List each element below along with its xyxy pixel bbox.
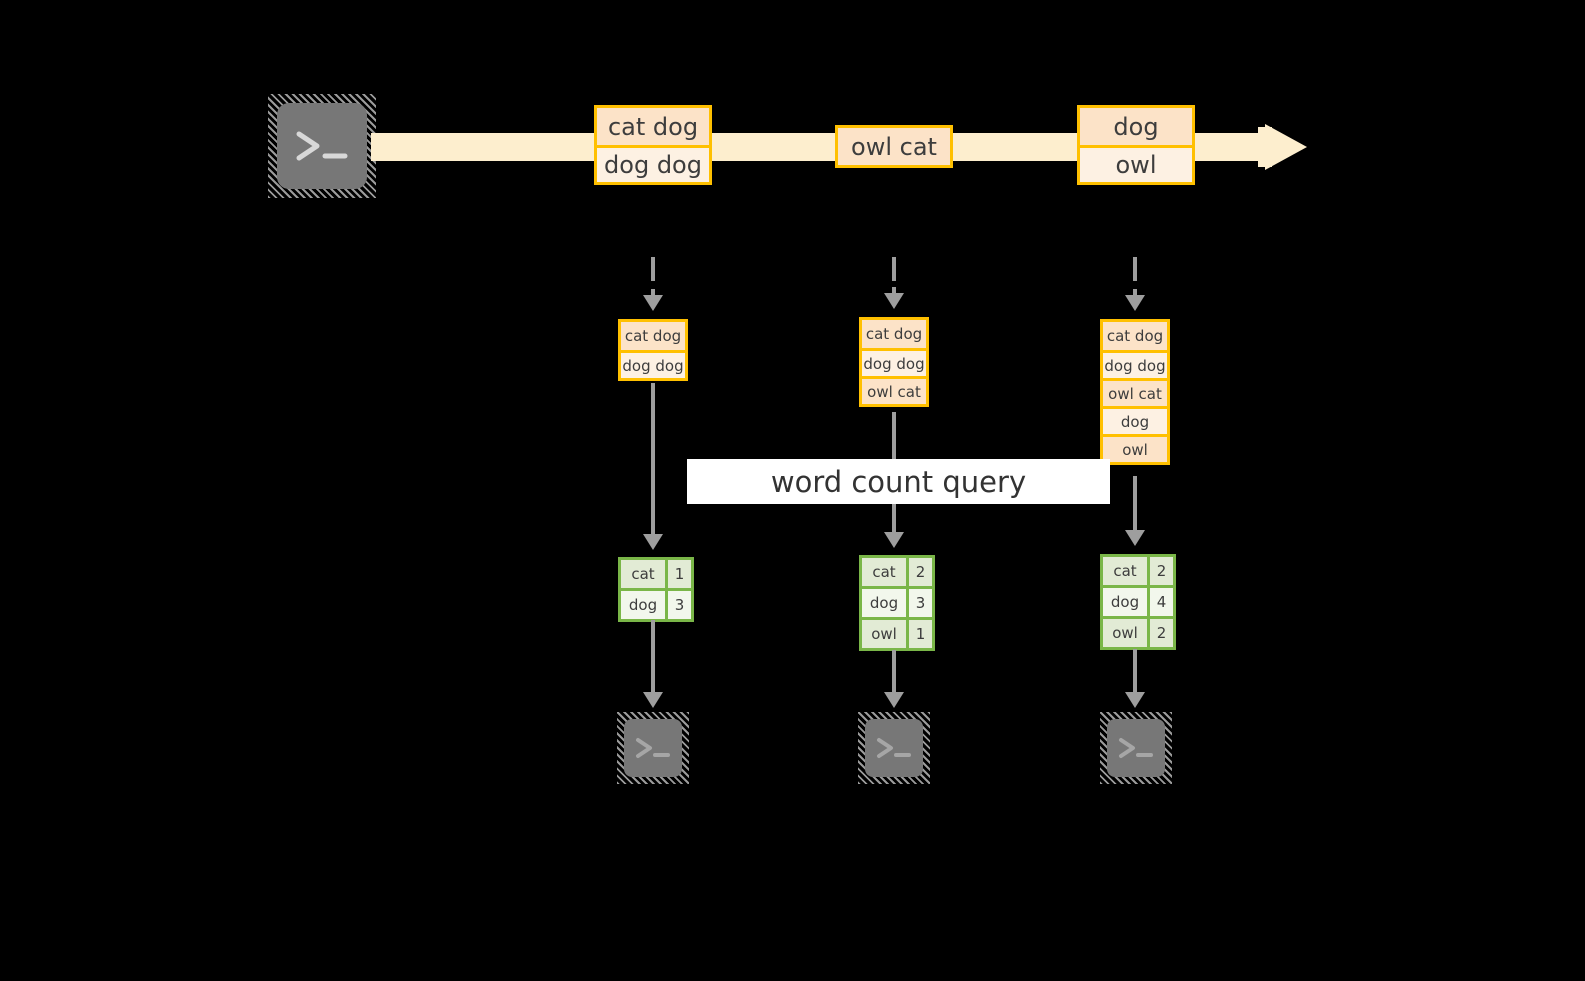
terminal-prompt-glyph	[858, 712, 930, 784]
table-row: owl 2	[1103, 616, 1173, 647]
table-row: cat 2	[862, 558, 932, 586]
snapshot-1-input-row: cat dog	[621, 322, 685, 350]
query-label: word count query	[770, 464, 1027, 499]
result-word: owl	[862, 620, 906, 648]
stream-event-1[interactable]: cat dog dog dog	[594, 105, 712, 185]
snapshot-1-result-table[interactable]: cat 1 dog 3	[618, 557, 694, 622]
snapshot-3-query-arrow	[1133, 476, 1137, 534]
stream-event-1-line-2: dog dog	[597, 145, 709, 182]
result-count: 1	[665, 560, 691, 588]
snapshot-1-input-row: dog dog	[621, 350, 685, 378]
snapshot-3-result-table[interactable]: cat 2 dog 4 owl 2	[1100, 554, 1176, 650]
event-stream-arrowhead	[1265, 124, 1307, 170]
snapshot-1-dash-arrowhead	[643, 295, 663, 311]
snapshot-3-sink-arrowhead	[1125, 692, 1145, 708]
result-word: dog	[1103, 588, 1147, 616]
snapshot-3-sink-arrow	[1133, 649, 1137, 696]
terminal-prompt-glyph	[617, 712, 689, 784]
snapshot-3-input-table[interactable]: cat dog dog dog owl cat dog owl	[1100, 319, 1170, 465]
table-row: dog 3	[862, 586, 932, 617]
snapshot-1-query-arrow	[651, 383, 655, 538]
snapshot-1-sink-arrow	[651, 620, 655, 696]
snapshot-1-query-arrowhead	[643, 534, 663, 550]
snapshot-3-dash-segment	[1133, 257, 1137, 281]
snapshot-2-query-arrowhead	[884, 532, 904, 548]
result-word: cat	[862, 558, 906, 586]
result-word: dog	[621, 591, 665, 619]
stream-event-1-line-1: cat dog	[597, 108, 709, 145]
table-row: dog 4	[1103, 585, 1173, 616]
stream-event-2-line-1: owl cat	[838, 128, 950, 165]
stream-event-3[interactable]: dog owl	[1077, 105, 1195, 185]
snapshot-3-input-row: owl	[1103, 434, 1167, 462]
snapshot-2-dash-segment	[892, 257, 896, 281]
snapshot-3-query-arrowhead	[1125, 530, 1145, 546]
snapshot-2-input-row: dog dog	[862, 348, 926, 376]
snapshot-1-dash-stub	[651, 289, 655, 297]
table-row: cat 2	[1103, 557, 1173, 585]
result-count: 2	[1147, 557, 1173, 585]
terminal-prompt-glyph	[1100, 712, 1172, 784]
table-row: owl 1	[862, 617, 932, 648]
snapshot-2-sink-arrowhead	[884, 692, 904, 708]
terminal-body	[277, 103, 367, 189]
snapshot-3-input-row: dog dog	[1103, 350, 1167, 378]
terminal-body	[1107, 719, 1165, 777]
snapshot-2-input-row: owl cat	[862, 376, 926, 404]
result-count: 3	[665, 591, 691, 619]
query-label-band: word count query	[687, 459, 1110, 504]
stream-event-2[interactable]: owl cat	[835, 125, 953, 168]
result-word: cat	[1103, 557, 1147, 585]
snapshot-3-dash-stub	[1133, 289, 1137, 297]
snapshot-1-sink-terminal-icon	[617, 712, 689, 784]
snapshot-3-input-row: cat dog	[1103, 322, 1167, 350]
terminal-body	[624, 719, 682, 777]
terminal-body	[865, 719, 923, 777]
terminal-prompt-glyph	[268, 94, 376, 198]
result-count: 1	[906, 620, 932, 648]
source-terminal-icon	[268, 94, 376, 198]
snapshot-3-sink-terminal-icon	[1100, 712, 1172, 784]
stream-event-3-line-1: dog	[1080, 108, 1192, 145]
result-count: 3	[906, 589, 932, 617]
snapshot-1-dash-segment	[651, 257, 655, 281]
result-count: 2	[1147, 619, 1173, 647]
result-word: owl	[1103, 619, 1147, 647]
table-row: dog 3	[621, 588, 691, 619]
result-word: cat	[621, 560, 665, 588]
snapshot-3-dash-arrowhead	[1125, 295, 1145, 311]
snapshot-1-input-table[interactable]: cat dog dog dog	[618, 319, 688, 381]
stream-event-3-line-2: owl	[1080, 145, 1192, 182]
snapshot-2-input-row: cat dog	[862, 320, 926, 348]
result-count: 2	[906, 558, 932, 586]
result-word: dog	[862, 589, 906, 617]
snapshot-3-input-row: owl cat	[1103, 378, 1167, 406]
snapshot-2-input-table[interactable]: cat dog dog dog owl cat	[859, 317, 929, 407]
snapshot-3-input-row: dog	[1103, 406, 1167, 434]
snapshot-2-dash-stub	[892, 287, 896, 295]
snapshot-1-sink-arrowhead	[643, 692, 663, 708]
table-row: cat 1	[621, 560, 691, 588]
snapshot-2-sink-arrow	[892, 650, 896, 696]
result-count: 4	[1147, 588, 1173, 616]
snapshot-2-dash-arrowhead	[884, 293, 904, 309]
snapshot-2-sink-terminal-icon	[858, 712, 930, 784]
snapshot-2-result-table[interactable]: cat 2 dog 3 owl 1	[859, 555, 935, 651]
